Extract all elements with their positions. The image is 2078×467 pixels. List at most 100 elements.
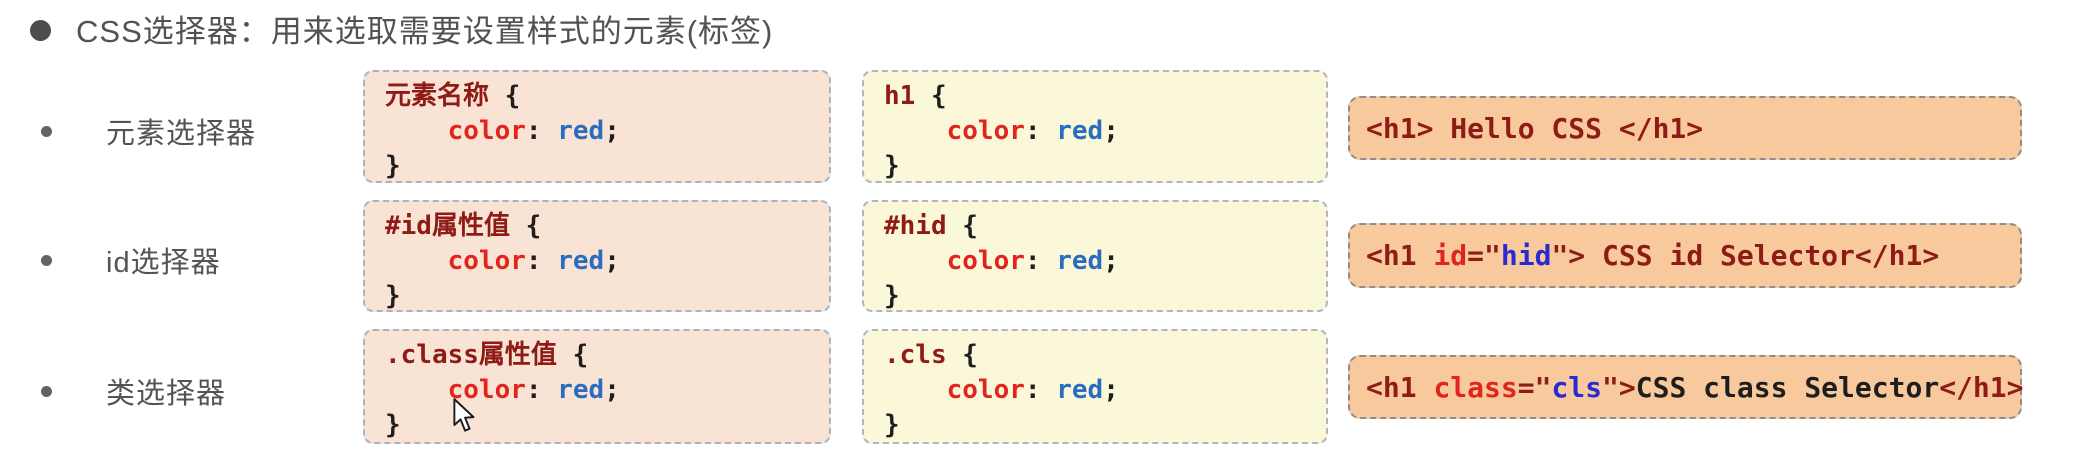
code-line: } — [884, 279, 1326, 314]
code-indent — [884, 246, 947, 276]
code-brace-token: } — [385, 410, 401, 440]
row-label: id选择器 — [106, 247, 221, 279]
code-selector-token: #hid — [884, 211, 947, 241]
code-line: color: red; — [884, 244, 1326, 279]
code-selector-token: .cls — [884, 340, 947, 370]
row-label: 元素选择器 — [106, 117, 257, 150]
code-line: } — [884, 149, 1326, 184]
code-line: } — [884, 408, 1326, 443]
code-colon-token: : — [1024, 246, 1057, 276]
syntax-code-box: .class属性值 { color: red; } — [363, 329, 831, 444]
example-code-box: .cls { color: red; } — [862, 329, 1328, 444]
code-line: } — [385, 408, 829, 443]
code-semicolon-token: ; — [604, 246, 620, 276]
code-semicolon-token: ; — [1103, 375, 1119, 405]
row-label: 类选择器 — [106, 377, 227, 410]
html-usage-box: <h1> Hello CSS </h1> — [1348, 96, 2022, 160]
html-code-token: "> CSS id Selector</h1> — [1551, 239, 1940, 272]
code-colon-token: : — [525, 246, 558, 276]
code-brace-token: { — [509, 211, 542, 241]
code-selector-token: 元素名称 — [385, 81, 490, 111]
code-line: color: red; — [385, 373, 829, 408]
code-selector-token: #id属性值 — [385, 211, 510, 241]
html-attr-value-token: cls — [1551, 370, 1603, 404]
code-selector-token: .class属性值 — [385, 340, 557, 370]
code-line: color: red; — [385, 114, 829, 149]
code-line: } — [385, 279, 829, 314]
code-value-token: red — [557, 375, 605, 405]
code-brace-token: } — [385, 281, 401, 311]
code-indent — [884, 116, 947, 146]
html-text-token: CSS class Selector — [1635, 370, 1940, 404]
code-value-token: red — [1056, 375, 1104, 405]
code-colon-token: : — [525, 116, 558, 146]
row-element-selector: 元素选择器 元素名称 { color: red; } h1 { color: r… — [0, 70, 2078, 183]
html-code-token: </h1> — [1939, 370, 2024, 404]
row-class-selector: 类选择器 .class属性值 { color: red; } .cls { co… — [0, 329, 2078, 444]
html-usage-box: <h1 class="cls">CSS class Selector</h1> — [1348, 355, 2024, 419]
code-property-token: color — [447, 375, 526, 405]
code-line: #id属性值 { — [385, 209, 829, 244]
title-row: CSS选择器：用来选取需要设置样式的元素(标签) — [0, 0, 2078, 56]
code-semicolon-token: ; — [604, 375, 620, 405]
code-line: color: red; — [385, 244, 829, 279]
code-line: 元素名称 { — [385, 79, 829, 114]
code-property-token: color — [946, 375, 1025, 405]
example-code-box: h1 { color: red; } — [862, 70, 1328, 183]
code-indent — [884, 375, 947, 405]
row-id-selector: id选择器 #id属性值 { color: red; } #hid { colo… — [0, 200, 2078, 312]
code-line: color: red; — [884, 114, 1326, 149]
code-brace-token: { — [946, 211, 978, 241]
code-indent — [385, 246, 448, 276]
code-line: color: red; — [884, 373, 1326, 408]
code-brace-token: { — [915, 81, 947, 111]
code-colon-token: : — [1024, 375, 1057, 405]
html-attr-token: class — [1433, 370, 1518, 404]
code-line: } — [385, 149, 829, 184]
code-property-token: color — [946, 116, 1025, 146]
code-selector-token: h1 — [884, 81, 916, 111]
html-usage-box: <h1 id="hid"> CSS id Selector</h1> — [1348, 223, 2022, 288]
page-title: CSS选择器：用来选取需要设置样式的元素(标签) — [76, 14, 774, 49]
code-semicolon-token: ; — [1103, 116, 1119, 146]
syntax-code-box: #id属性值 { color: red; } — [363, 200, 831, 312]
html-code-token: <h1 — [1366, 239, 1434, 272]
code-line: .cls { — [884, 338, 1326, 373]
code-brace-token: } — [884, 410, 900, 440]
code-value-token: red — [557, 116, 605, 146]
code-line: #hid { — [884, 209, 1326, 244]
code-colon-token: : — [525, 375, 558, 405]
code-value-token: red — [1056, 116, 1104, 146]
example-code-box: #hid { color: red; } — [862, 200, 1328, 312]
sub-bullet-icon — [41, 125, 52, 137]
code-line: .class属性值 { — [385, 338, 829, 373]
code-brace-token: } — [884, 151, 900, 181]
syntax-code-box: 元素名称 { color: red; } — [363, 70, 831, 183]
html-code-token: "> — [1602, 370, 1636, 404]
code-semicolon-token: ; — [1103, 246, 1119, 276]
html-code-token: <h1 — [1366, 370, 1434, 404]
code-brace-token: } — [385, 151, 401, 181]
code-brace-token: { — [946, 340, 978, 370]
code-property-token: color — [447, 246, 526, 276]
bullet-icon — [30, 20, 51, 41]
code-semicolon-token: ; — [604, 116, 620, 146]
code-brace-token: } — [884, 281, 900, 311]
sub-bullet-icon — [41, 255, 52, 266]
code-property-token: color — [946, 246, 1025, 276]
code-value-token: red — [557, 246, 605, 276]
mouse-cursor-icon — [453, 398, 475, 432]
code-line: h1 { — [884, 79, 1326, 114]
sub-bullet-icon — [41, 385, 52, 397]
code-colon-token: : — [1024, 116, 1057, 146]
code-brace-token: { — [489, 81, 521, 111]
code-brace-token: { — [556, 340, 589, 370]
code-indent — [385, 116, 448, 146]
code-property-token: color — [447, 116, 526, 146]
html-code-token: =" — [1467, 239, 1501, 272]
html-attr-value-token: hid — [1500, 239, 1552, 272]
html-attr-token: id — [1433, 239, 1468, 272]
html-code-token: =" — [1517, 370, 1552, 404]
code-value-token: red — [1056, 246, 1104, 276]
